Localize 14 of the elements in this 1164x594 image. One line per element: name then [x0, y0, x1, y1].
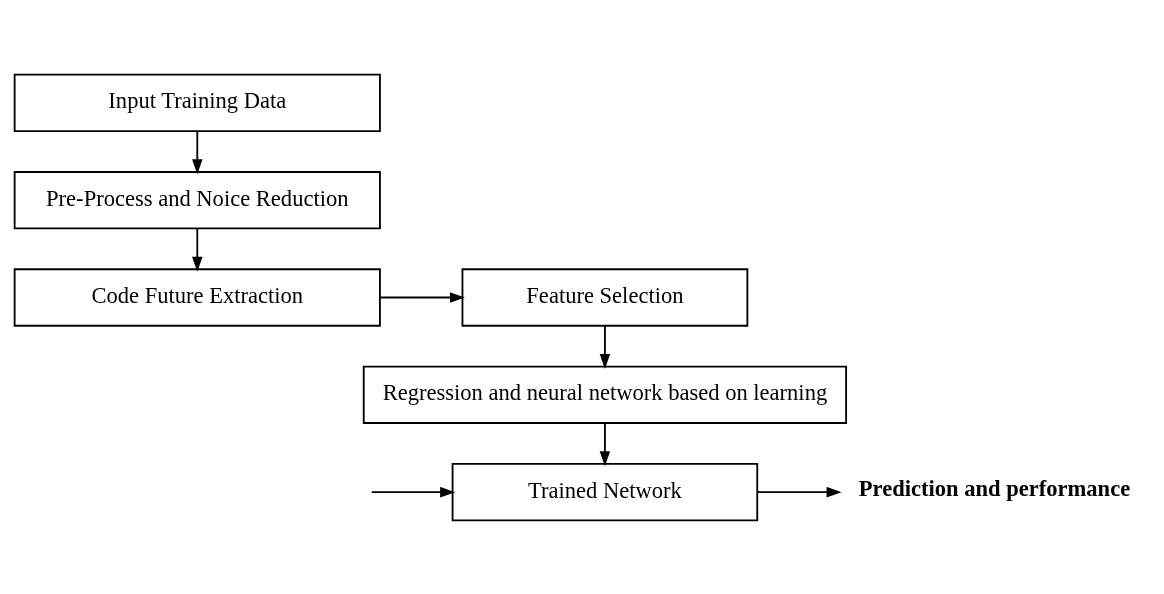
arrow: [599, 324, 611, 369]
arrow: [756, 486, 842, 497]
arrow: [379, 291, 465, 303]
arrow: [370, 486, 456, 497]
node-text: Prediction and performance: [858, 475, 1131, 501]
node-box: Pre-Process and Noice Reduction: [13, 170, 381, 229]
node-box: Regression and neural network based on learning: [362, 365, 848, 424]
arrow: [192, 129, 203, 174]
arrow: [192, 227, 203, 272]
node-box: Code Future Extraction: [13, 267, 381, 327]
node-box: Input Training Data: [13, 73, 381, 132]
node-box: Trained Network: [451, 462, 759, 521]
node-box: Feature Selection: [461, 267, 749, 327]
arrow: [599, 421, 611, 466]
